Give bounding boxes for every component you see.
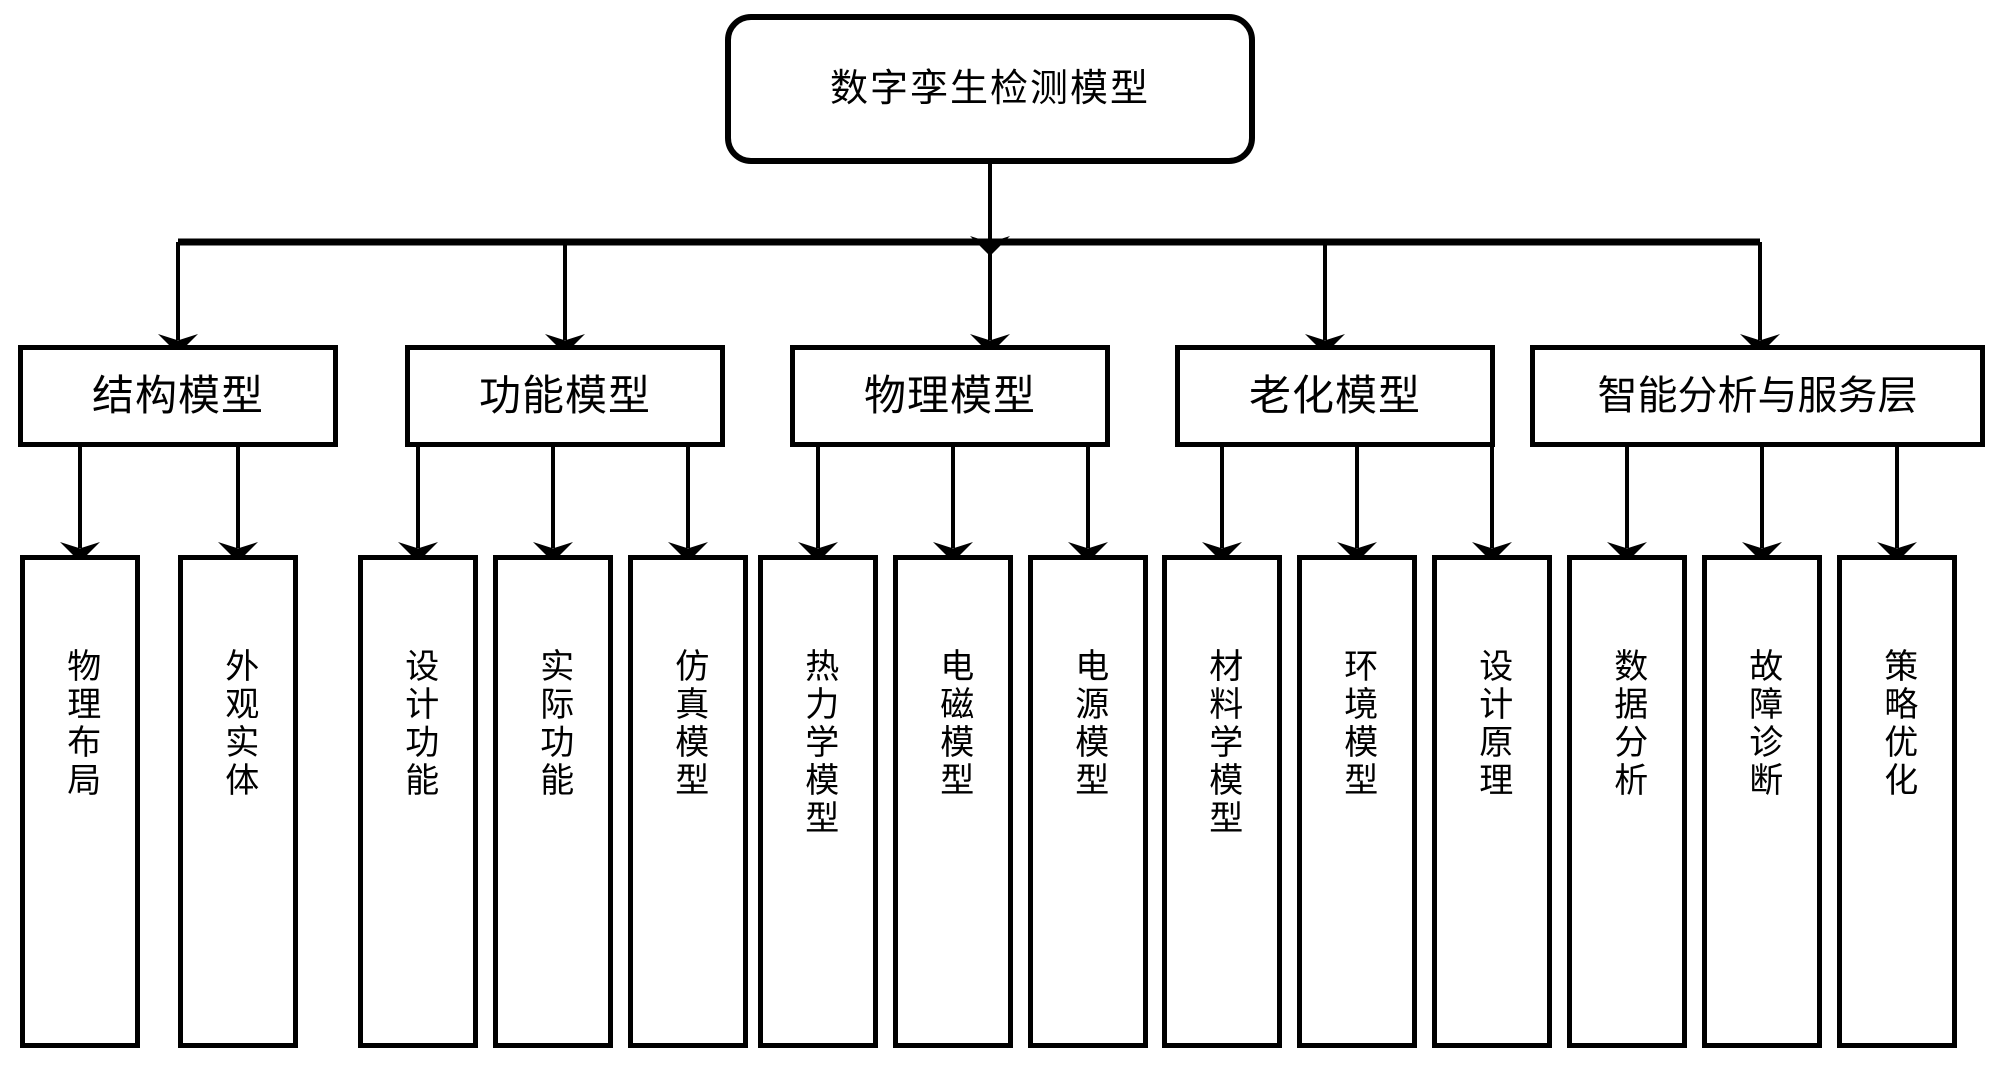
leaf-node-label: 策略优化 [1877, 648, 1918, 800]
leaf-node-label: 物理布局 [60, 648, 101, 800]
leaf-node-label: 数据分析 [1607, 648, 1648, 800]
group-node-label: 智能分析与服务层 [1597, 373, 1918, 419]
leaf-node-label: 实际功能 [533, 648, 574, 800]
leaf-node-actual-function[interactable]: 实际功能 [493, 555, 613, 1048]
leaf-node-label: 设计原理 [1472, 648, 1513, 800]
group-node-functional-model[interactable]: 功能模型 [405, 345, 725, 447]
leaf-node-thermodynamics-model[interactable]: 热力学模型 [758, 555, 878, 1048]
leaf-node-label: 电磁模型 [933, 648, 974, 800]
connector-groups-to-leaves [60, 447, 1917, 562]
leaf-node-label: 设计功能 [398, 648, 439, 800]
leaf-node-design-function[interactable]: 设计功能 [358, 555, 478, 1048]
leaf-node-label: 仿真模型 [668, 648, 709, 800]
leaf-node-fault-diagnosis[interactable]: 故障诊断 [1702, 555, 1822, 1048]
leaf-node-label: 环境模型 [1337, 648, 1378, 800]
group-node-structural-model[interactable]: 结构模型 [18, 345, 338, 447]
leaf-node-simulation-model[interactable]: 仿真模型 [628, 555, 748, 1048]
leaf-node-environment-model[interactable]: 环境模型 [1297, 555, 1417, 1048]
root-node-label: 数字孪生检测模型 [829, 66, 1150, 111]
group-node-aging-model[interactable]: 老化模型 [1175, 345, 1495, 447]
leaf-node-strategy-optimization[interactable]: 策略优化 [1837, 555, 1957, 1048]
leaf-node-appearance-entity[interactable]: 外观实体 [178, 555, 298, 1048]
group-node-physical-model[interactable]: 物理模型 [790, 345, 1110, 447]
group-node-label: 老化模型 [1248, 370, 1421, 420]
root-node-digital-twin-model[interactable]: 数字孪生检测模型 [725, 14, 1255, 164]
leaf-node-label: 电源模型 [1068, 648, 1109, 800]
connector-bus-to-groups [158, 242, 1780, 354]
leaf-node-materials-science-model[interactable]: 材料学模型 [1162, 555, 1282, 1048]
group-node-label: 物理模型 [863, 370, 1036, 420]
group-node-intelligent-analysis-service-layer[interactable]: 智能分析与服务层 [1530, 345, 1985, 447]
leaf-node-label: 热力学模型 [798, 648, 839, 838]
leaf-node-design-principle[interactable]: 设计原理 [1432, 555, 1552, 1048]
leaf-node-physical-layout[interactable]: 物理布局 [20, 555, 140, 1048]
leaf-node-label: 外观实体 [218, 648, 259, 800]
leaf-node-label: 材料学模型 [1202, 648, 1243, 838]
leaf-node-power-supply-model[interactable]: 电源模型 [1028, 555, 1148, 1048]
leaf-node-data-analysis[interactable]: 数据分析 [1567, 555, 1687, 1048]
group-node-label: 功能模型 [478, 370, 651, 420]
group-node-label: 结构模型 [91, 370, 264, 420]
leaf-node-electromagnetic-model[interactable]: 电磁模型 [893, 555, 1013, 1048]
leaf-node-label: 故障诊断 [1742, 648, 1783, 800]
